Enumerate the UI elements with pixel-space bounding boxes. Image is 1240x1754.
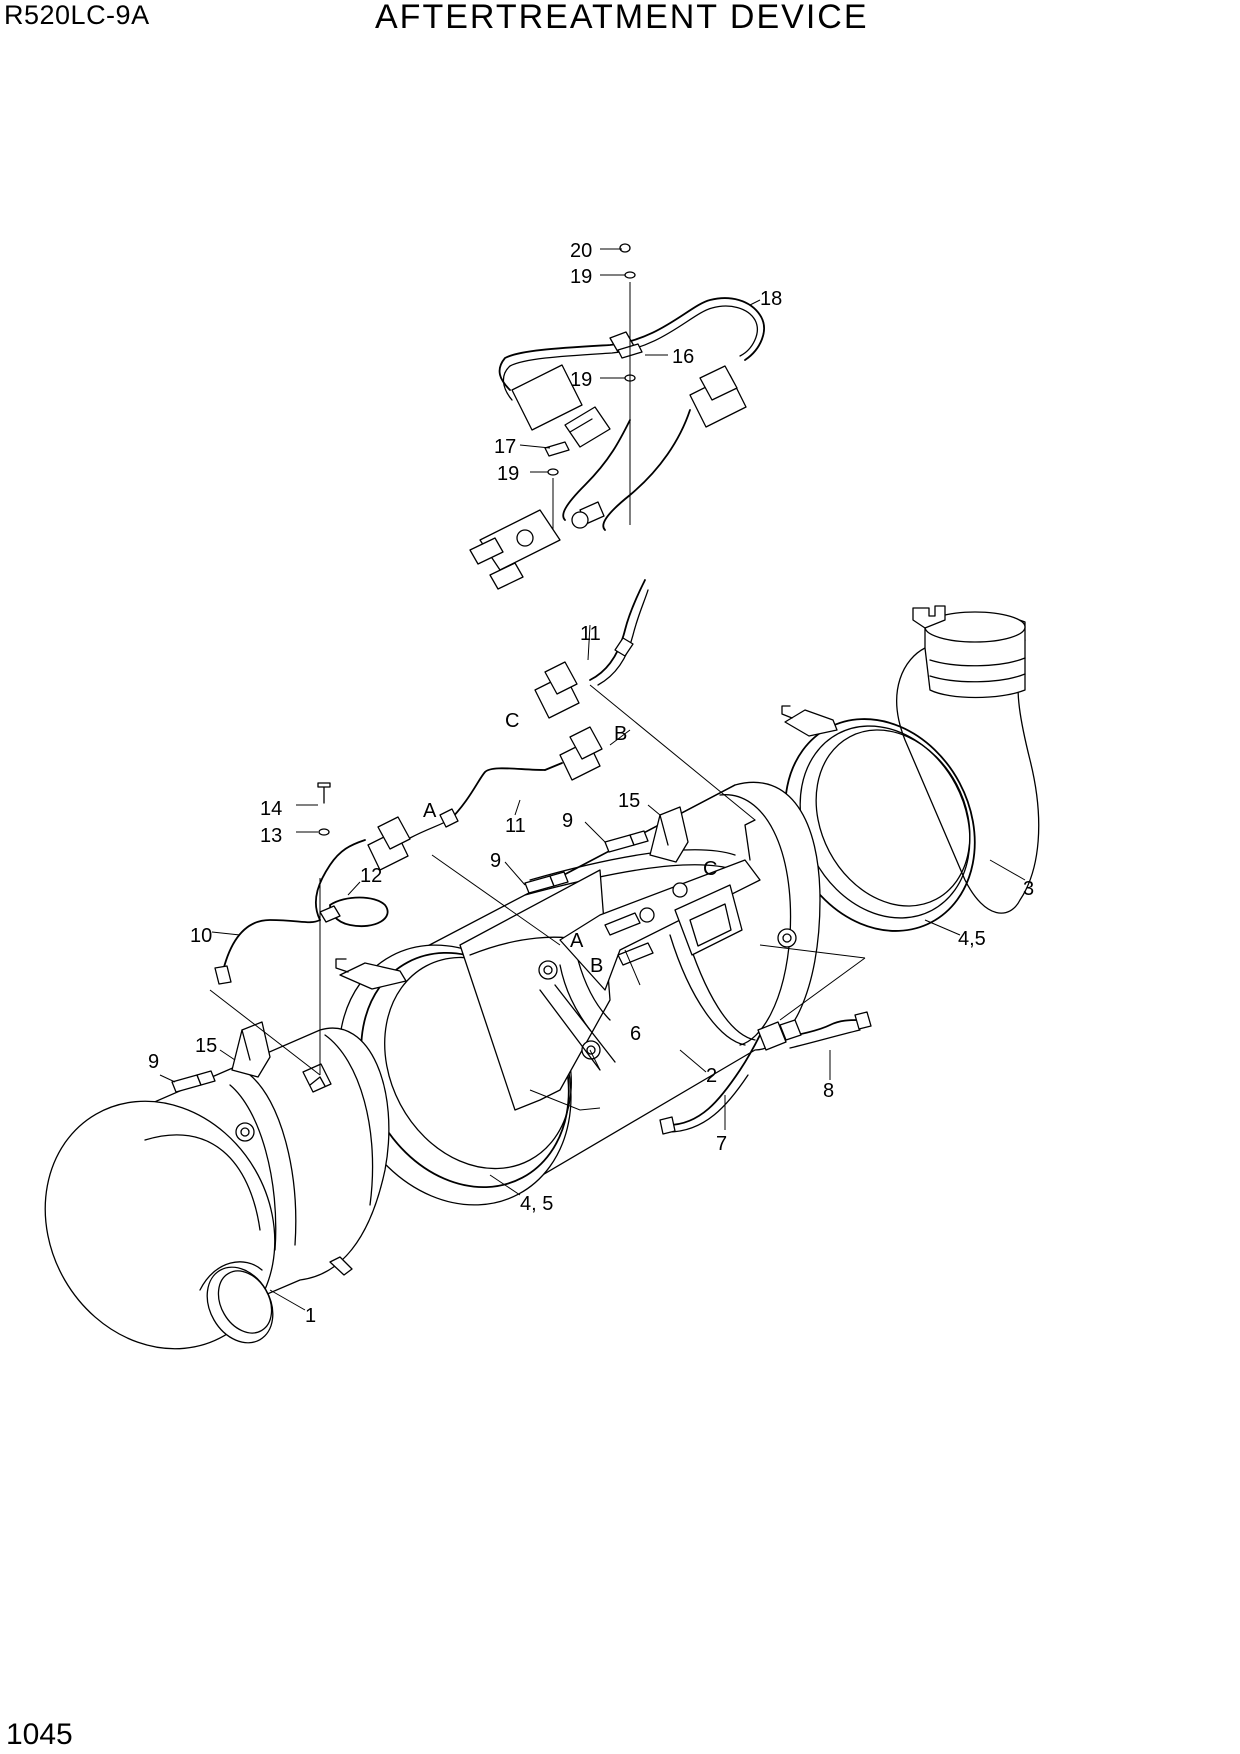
ref-a-bracket: A [570, 930, 584, 952]
callout-1: 1 [305, 1305, 316, 1327]
callout-19-b: 19 [570, 369, 592, 391]
leader-lines [159, 248, 1026, 1311]
part-8-pipe [757, 1011, 872, 1051]
part-11-sensor-lower [439, 726, 603, 828]
callout-9-top: 9 [562, 810, 573, 832]
callout-4-5-right: 4,5 [958, 928, 986, 950]
callout-13: 13 [260, 825, 282, 847]
sensor-connector-a [367, 816, 446, 871]
callout-14: 14 [260, 798, 282, 820]
callout-11-upper: 11 [580, 623, 601, 645]
parts-16-17-19-20-fasteners [544, 243, 643, 530]
callout-4-5-left: 4, 5 [520, 1193, 553, 1215]
callout-15-right: 15 [618, 790, 640, 812]
callout-12: 12 [360, 865, 382, 887]
page-number: 1045 [6, 1718, 73, 1751]
callout-20: 20 [570, 240, 592, 262]
callout-2: 2 [706, 1065, 717, 1087]
part-9-plug-left [171, 1070, 216, 1093]
callout-9-left: 9 [148, 1051, 159, 1073]
part-1-front-canister [44, 1027, 390, 1350]
callout-6: 6 [630, 1023, 641, 1045]
part-12-harness-loop [319, 896, 389, 927]
callout-10: 10 [190, 925, 212, 947]
part-7-pipe [659, 1034, 761, 1135]
part-15-bracket-left [231, 1021, 271, 1078]
callout-7: 7 [716, 1133, 727, 1155]
callout-3: 3 [1023, 878, 1034, 900]
part-6-sensor-bracket [559, 819, 761, 991]
page-title: AFTERTREATMENT DEVICE [375, 0, 869, 36]
ref-a-sensor: A [423, 800, 437, 822]
ref-c-bracket: C [703, 858, 717, 880]
callout-16: 16 [672, 346, 694, 368]
part-15-bracket-right [649, 806, 689, 863]
callout-9-mid: 9 [490, 850, 501, 872]
callout-15-left: 15 [195, 1035, 217, 1057]
part-9-plug-top [604, 830, 649, 853]
callout-19-c: 19 [497, 463, 519, 485]
part-9-plug-mid [524, 871, 569, 894]
part-13-14-screw [317, 782, 331, 836]
ref-b-sensor: B [614, 723, 627, 745]
part-3-elbow-housing [896, 605, 1040, 914]
callout-8: 8 [823, 1080, 834, 1102]
callout-labels: 20 19 18 16 19 17 19 11 C B 15 A 14 13 1… [148, 240, 1034, 1327]
ref-c-sensor: C [505, 710, 519, 732]
part-2-front-section [459, 869, 616, 1111]
ref-b-bracket: B [590, 955, 603, 977]
callout-19-a: 19 [570, 266, 592, 288]
part-11-sensor-upper [534, 579, 649, 719]
callout-17: 17 [494, 436, 516, 458]
callout-18: 18 [760, 288, 782, 310]
callout-11-lower: 11 [505, 815, 526, 837]
model-code: R520LC-9A [4, 0, 150, 30]
part-10-sensor-harness [214, 839, 366, 985]
reference-lines [209, 684, 866, 1111]
